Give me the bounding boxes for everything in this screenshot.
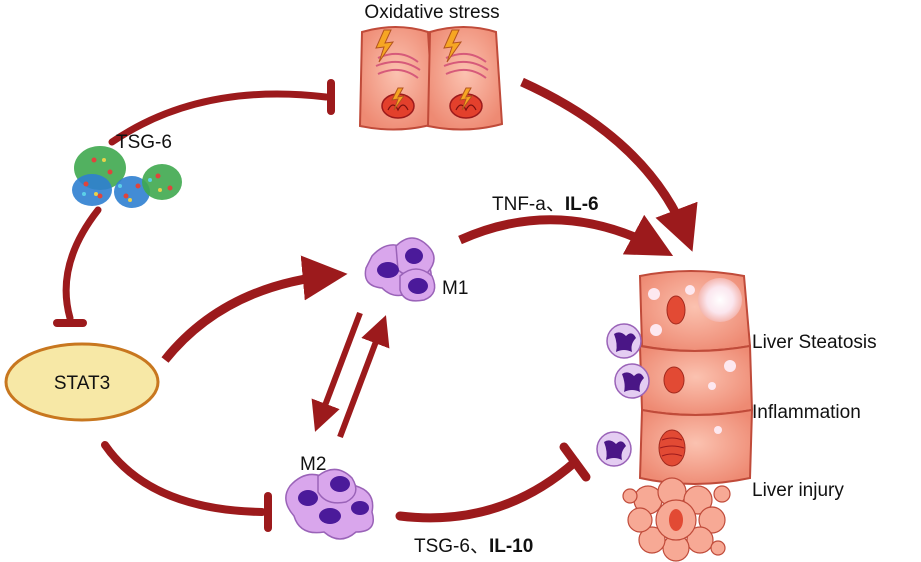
edge-stat3-inhibits-m2	[101, 441, 266, 516]
edge-m1-to-m2	[311, 311, 363, 432]
m2-macrophage-cluster	[285, 468, 374, 540]
m2-label: M2	[300, 454, 326, 475]
tnf-il6-label: TNF-a、IL-6	[492, 194, 599, 215]
tsg6-label: TSG-6	[116, 132, 172, 153]
stat3-node	[4, 342, 160, 422]
il6-bold: IL-6	[565, 194, 599, 215]
m1-macrophage-cluster	[364, 237, 436, 302]
tsg6-prefix: TSG-6、	[414, 536, 489, 557]
il10-bold: IL-10	[489, 536, 533, 557]
edge-stat3-to-m1	[161, 255, 348, 363]
tsg6-protein-icon	[72, 146, 182, 208]
liver-steatosis-label: Liver Steatosis	[752, 332, 877, 353]
stat3-label: STAT3	[54, 373, 110, 394]
oxidative-stress-label: Oxidative stress	[364, 2, 499, 23]
tsg6-il10-label: TSG-6、IL-10	[414, 536, 533, 557]
edge-m2-inhibits-liver	[395, 457, 580, 523]
lightning-icon	[375, 29, 395, 63]
edge-tsg6-inhibits-oxidative-stress	[108, 90, 330, 146]
edge-oxidative-to-liver	[520, 77, 698, 252]
edge-tsg6-inhibits-stat3	[62, 206, 102, 322]
edge-m1-to-liver	[458, 214, 674, 256]
edge-m2-to-m1	[337, 315, 390, 439]
lightning-icon	[459, 87, 474, 111]
inhibit-bar-liver	[559, 442, 591, 482]
tnf-prefix: TNF-a、	[492, 194, 565, 215]
liver-injury-label: Liver injury	[752, 480, 844, 501]
oxidative-stress-cells	[358, 26, 504, 131]
liver-cell-stack	[622, 270, 754, 562]
m1-label: M1	[442, 278, 468, 299]
inflammation-label: Inflammation	[752, 402, 861, 423]
edges	[53, 77, 698, 532]
lightning-icon	[443, 29, 463, 63]
lightning-icon	[391, 87, 406, 111]
neutrophil-cells	[596, 323, 650, 467]
